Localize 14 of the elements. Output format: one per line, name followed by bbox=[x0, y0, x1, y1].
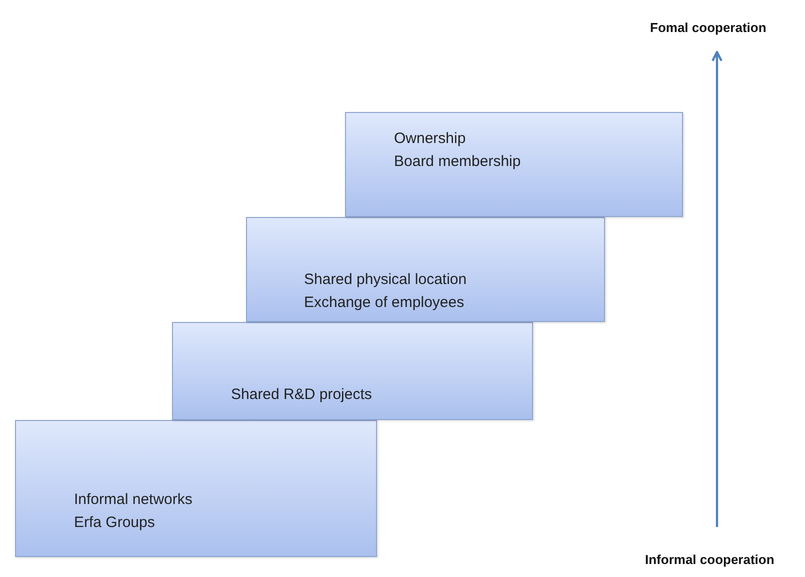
step-text: Exchange of employees bbox=[304, 293, 464, 313]
step-box bbox=[15, 420, 377, 557]
step-text: Ownership bbox=[394, 129, 466, 149]
axis-label: Informal cooperation bbox=[645, 552, 774, 567]
step-text: Shared R&D projects bbox=[231, 385, 372, 405]
step-text: Board membership bbox=[394, 152, 521, 172]
axis-label: Fomal cooperation bbox=[650, 20, 766, 35]
arrow bbox=[712, 50, 722, 527]
step-box bbox=[172, 322, 533, 420]
step-box bbox=[246, 217, 605, 322]
step-text: Shared physical location bbox=[304, 270, 467, 290]
step-text: Informal networks bbox=[74, 490, 192, 510]
step-box bbox=[345, 112, 683, 217]
step-text: Erfa Groups bbox=[74, 513, 155, 533]
